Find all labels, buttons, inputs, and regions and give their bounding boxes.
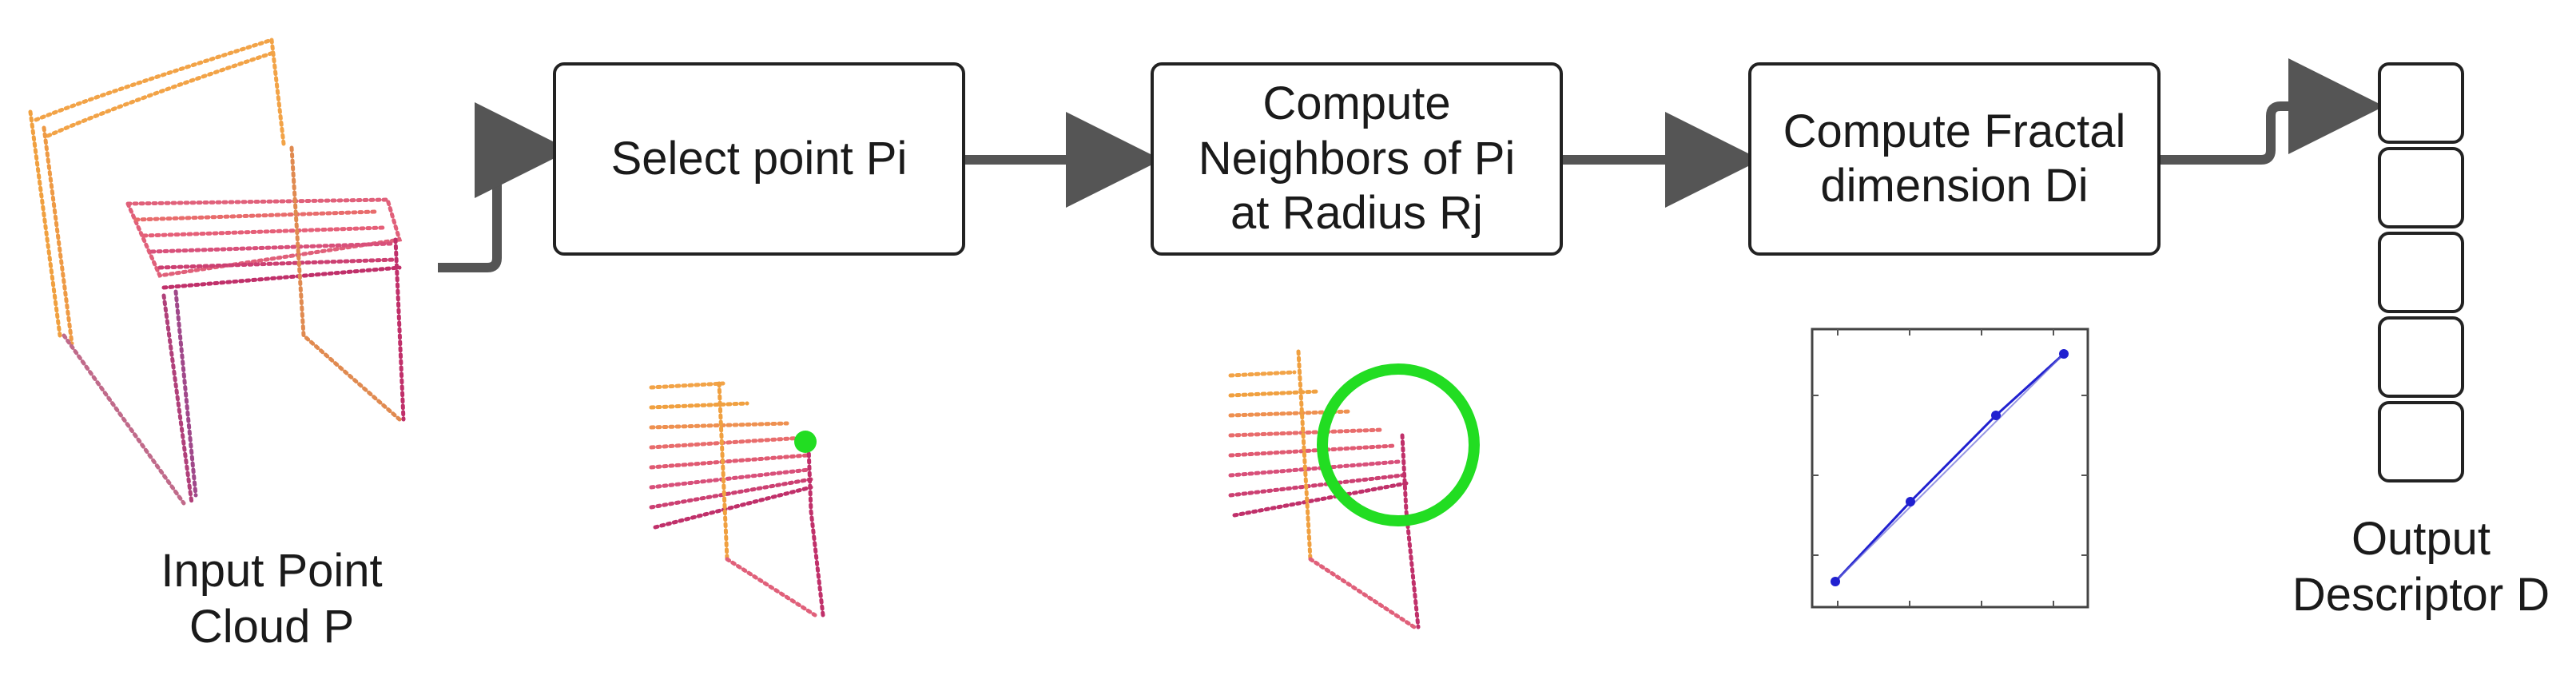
compute-fractal-line-1: Compute Fractal <box>1783 105 2126 157</box>
descriptor-cell-1 <box>2378 62 2464 144</box>
output-caption-line-2: Descriptor D <box>2292 568 2550 621</box>
arrow-fractal-to-output <box>2160 58 2384 165</box>
compute-fractal-text: Compute Fractal dimension Di <box>1783 105 2126 214</box>
chair-seat-zoom-with-radius-circle-icon <box>1228 349 1421 629</box>
input-caption-line-2: Cloud P <box>189 600 355 653</box>
selected-point-icon <box>794 431 817 453</box>
compute-neighbors-line-3: at Radius Rj <box>1230 187 1483 240</box>
output-caption: Output Descriptor D <box>2269 511 2573 622</box>
arrow-input-to-select <box>438 102 570 272</box>
input-caption-line-1: Input Point <box>161 545 383 597</box>
log-log-line-plot-icon <box>1811 328 2089 609</box>
compute-neighbors-box: Compute Neighbors of Pi at Radius Rj <box>1151 62 1563 256</box>
descriptor-cell-3 <box>2378 232 2464 313</box>
neighbor-radius-circle-icon <box>1317 363 1480 526</box>
descriptor-cell-4 <box>2378 316 2464 398</box>
compute-fractal-box: Compute Fractal dimension Di <box>1748 62 2161 256</box>
select-point-text: Select point Pi <box>611 132 908 186</box>
compute-fractal-line-2: dimension Di <box>1820 160 2089 212</box>
descriptor-cell-2 <box>2378 147 2464 228</box>
chair-point-cloud-icon <box>28 38 406 506</box>
select-point-box: Select point Pi <box>553 62 965 256</box>
compute-neighbors-line-2: Neighbors of Pi <box>1198 132 1516 185</box>
compute-neighbors-line-1: Compute <box>1262 77 1451 130</box>
descriptor-cell-5 <box>2378 401 2464 482</box>
select-point-line-1: Select point Pi <box>610 132 908 185</box>
chair-seat-zoom-with-selected-point-icon <box>649 381 825 617</box>
output-caption-line-1: Output <box>2351 513 2491 565</box>
compute-neighbors-text: Compute Neighbors of Pi at Radius Rj <box>1199 77 1516 240</box>
input-caption: Input Point Cloud P <box>128 543 415 654</box>
